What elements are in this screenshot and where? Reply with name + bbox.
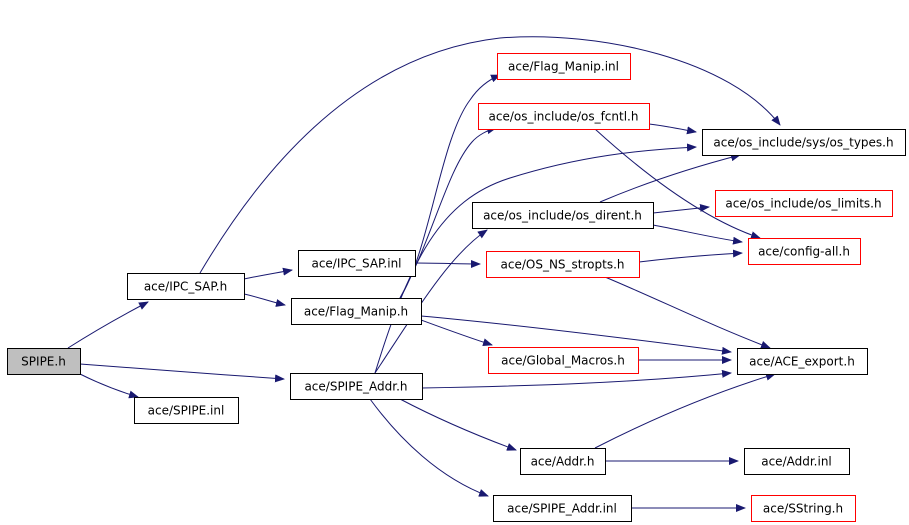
edge-spipe-h-to-spipe-addr-h xyxy=(79,363,285,383)
node-box[interactable] xyxy=(298,250,416,277)
node-label: SPIPE.h xyxy=(21,355,66,369)
edge-os-dirent-h-to-os-types-h xyxy=(599,153,741,203)
node-label: ace/config-all.h xyxy=(758,245,850,259)
node-ipc-sap-h[interactable]: ace/IPC_SAP.h xyxy=(127,273,245,300)
node-box[interactable] xyxy=(127,273,245,300)
node-addr-h[interactable]: ace/Addr.h xyxy=(520,448,606,475)
edge-flag-manip-h-to-os-fcntl-h xyxy=(399,126,497,299)
node-box[interactable] xyxy=(702,129,906,156)
edge-spipe-addr-h-to-os-dirent-h xyxy=(374,229,488,374)
node-spipe-addr-inl[interactable]: ace/SPIPE_Addr.inl xyxy=(493,495,632,522)
edge-ipc-sap-h-to-os-types-h xyxy=(199,36,781,274)
edge-flag-manip-h-to-flag-manip-inl xyxy=(399,74,501,299)
node-flag-manip-inl[interactable]: ace/Flag_Manip.inl xyxy=(497,53,631,80)
node-box[interactable] xyxy=(497,53,631,80)
edge-os-ns-stropts-h-to-ace-export-h xyxy=(604,276,771,349)
node-os-ns-stropts-h[interactable]: ace/OS_NS_stropts.h xyxy=(486,251,640,278)
edge-flag-manip-h-to-ace-export-h xyxy=(420,315,732,355)
node-os-dirent-h[interactable]: ace/os_include/os_dirent.h xyxy=(472,202,654,229)
node-box[interactable] xyxy=(472,202,654,229)
node-flag-manip-h[interactable]: ace/Flag_Manip.h xyxy=(291,298,422,325)
node-spipe-h[interactable]: SPIPE.h xyxy=(7,348,81,375)
node-box[interactable] xyxy=(748,238,861,265)
node-label: ace/os_include/os_dirent.h xyxy=(483,209,642,223)
edge-spipe-h-to-ipc-sap-h xyxy=(67,301,149,349)
node-global-macros-h[interactable]: ace/Global_Macros.h xyxy=(488,347,639,374)
node-label: ace/Addr.inl xyxy=(761,455,832,469)
node-label: ace/OS_NS_stropts.h xyxy=(501,258,625,272)
edge-spipe-addr-h-to-ace-export-h xyxy=(421,369,732,389)
node-addr-inl[interactable]: ace/Addr.inl xyxy=(744,448,850,475)
node-box[interactable] xyxy=(493,495,632,522)
node-box[interactable] xyxy=(744,448,850,475)
node-box[interactable] xyxy=(751,495,856,522)
node-config-all-h[interactable]: ace/config-all.h xyxy=(748,238,861,265)
edge-flag-manip-h-to-global-macros-h xyxy=(420,319,493,347)
node-os-fcntl-h[interactable]: ace/os_include/os_fcntl.h xyxy=(478,103,650,130)
node-label: ace/SString.h xyxy=(763,502,843,516)
edge-os-ns-stropts-h-to-config-all-h xyxy=(638,249,743,263)
edges-layer xyxy=(67,36,781,512)
node-label: ace/SPIPE_Addr.inl xyxy=(507,502,617,516)
edge-spipe-addr-h-to-os-types-h xyxy=(374,143,697,374)
edge-spipe-addr-h-to-spipe-addr-inl xyxy=(369,398,489,497)
node-label: ace/os_include/sys/os_types.h xyxy=(713,136,893,150)
edge-os-fcntl-h-to-os-types-h xyxy=(648,123,697,135)
edge-spipe-addr-h-to-addr-h xyxy=(399,398,517,451)
node-box[interactable] xyxy=(291,298,422,325)
node-spipe-inl[interactable]: ace/SPIPE.inl xyxy=(134,397,239,424)
node-box[interactable] xyxy=(715,190,893,217)
node-sstring-h[interactable]: ace/SString.h xyxy=(751,495,856,522)
node-label: ace/os_include/os_limits.h xyxy=(725,197,881,211)
node-box[interactable] xyxy=(478,103,650,130)
edge-ipc-sap-inl-to-os-ns-stropts-h xyxy=(414,259,481,268)
node-label: ace/Flag_Manip.inl xyxy=(508,60,619,74)
node-label: ace/Addr.h xyxy=(531,455,595,469)
node-box[interactable] xyxy=(290,373,423,400)
node-label: ace/SPIPE.inl xyxy=(148,404,225,418)
node-label: ace/Global_Macros.h xyxy=(501,354,625,368)
node-spipe-addr-h[interactable]: ace/SPIPE_Addr.h xyxy=(290,373,423,400)
edge-os-dirent-h-to-config-all-h xyxy=(652,224,743,245)
node-ace-export-h[interactable]: ace/ACE_export.h xyxy=(737,348,868,375)
node-label: ace/IPC_SAP.h xyxy=(144,280,227,294)
node-box[interactable] xyxy=(7,348,81,375)
node-box[interactable] xyxy=(134,397,239,424)
node-os-types-h[interactable]: ace/os_include/sys/os_types.h xyxy=(702,129,906,156)
node-box[interactable] xyxy=(488,347,639,374)
edge-ipc-sap-h-to-flag-manip-h xyxy=(243,293,286,307)
node-label: ace/SPIPE_Addr.h xyxy=(304,380,407,394)
edge-spipe-h-to-spipe-inl xyxy=(79,373,139,399)
node-os-limits-h[interactable]: ace/os_include/os_limits.h xyxy=(715,190,893,217)
node-box[interactable] xyxy=(520,448,606,475)
edge-os-dirent-h-to-os-limits-h xyxy=(652,203,710,214)
edge-os-fcntl-h-to-config-all-h xyxy=(594,128,761,239)
edge-addr-h-to-ace-export-h xyxy=(594,372,776,449)
node-box[interactable] xyxy=(737,348,868,375)
edge-ipc-sap-h-to-ipc-sap-inl xyxy=(243,267,293,280)
node-label: ace/IPC_SAP.inl xyxy=(311,257,401,271)
node-label: ace/ACE_export.h xyxy=(749,355,855,369)
node-label: ace/os_include/os_fcntl.h xyxy=(489,110,639,124)
node-box[interactable] xyxy=(486,251,640,278)
nodes-layer: SPIPE.h ace/IPC_SAP.h ace/SPIPE.inl ace/IPC… xyxy=(7,53,906,522)
node-label: ace/Flag_Manip.h xyxy=(304,305,408,319)
node-ipc-sap-inl[interactable]: ace/IPC_SAP.inl xyxy=(298,250,416,277)
